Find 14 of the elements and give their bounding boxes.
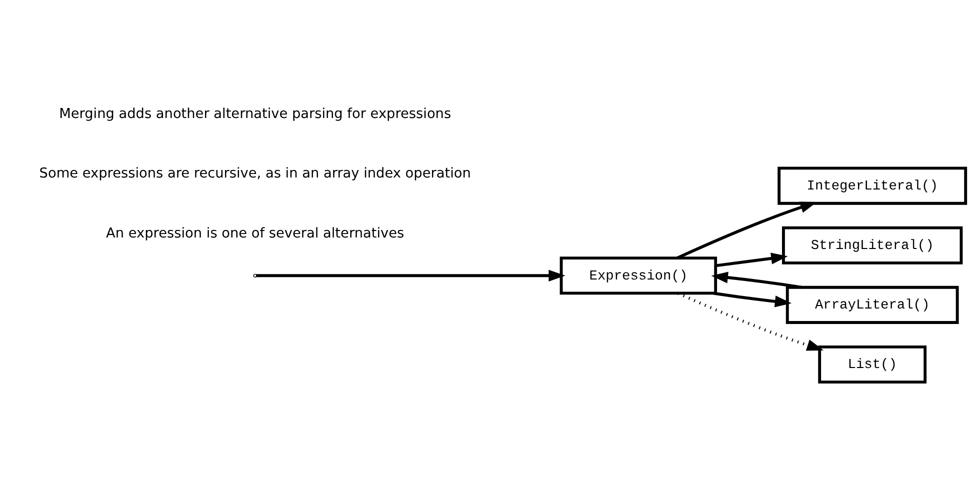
arrow (713, 291, 792, 307)
arrow (716, 252, 788, 267)
node-box: StringLiteral() (782, 226, 963, 264)
node-box: IntegerLiteral() (778, 166, 968, 204)
label: An expression is one of several alternatives (106, 224, 404, 241)
arrow (711, 271, 802, 288)
node-box: List() (818, 344, 927, 384)
label: Some expressions are recursive, as in an array index operation (39, 165, 471, 182)
arrow (678, 292, 824, 350)
node-box: Expression() (560, 256, 718, 294)
arrow (676, 201, 817, 259)
label: Merging adds another alternative parsing for expressions (59, 106, 452, 122)
node-box: ArrayLiteral() (786, 285, 959, 324)
arrow (256, 269, 566, 281)
